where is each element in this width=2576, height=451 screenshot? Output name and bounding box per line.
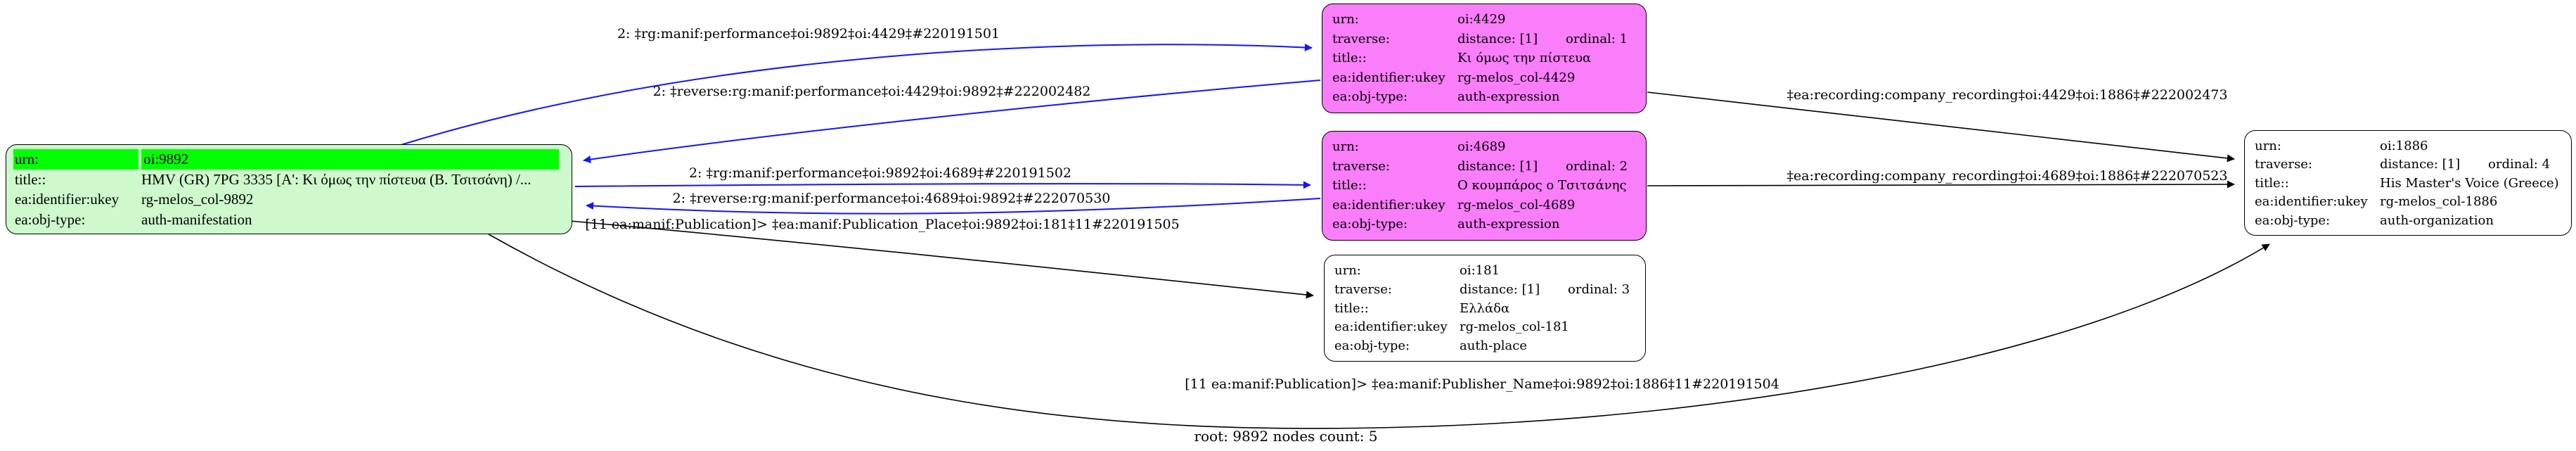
edge-performance-9892-4429 <box>400 44 1313 146</box>
node-oi-181[interactable]: urn: oi:181 traverse: distance: [1] ordin… <box>1324 255 1646 362</box>
edge-label-publisher-name: [11 ea:manif:Publication]> ‡ea:manif:Pub… <box>1185 376 1779 392</box>
edge-reverse-performance-4689-9892 <box>586 198 1321 215</box>
field-label-urn: urn: <box>1334 263 1361 278</box>
node-oi-9892-table: urn: oi:9892 title:: HMV (GR) 7PG 3335 [… <box>6 145 572 234</box>
edge-label-company-recording-4429: ‡ea:recording:company_recording‡oi:4429‡… <box>1787 87 2228 103</box>
field-value-objtype: auth-manifestation <box>141 210 252 228</box>
traverse-ordinal: ordinal: 2 <box>1566 158 1628 174</box>
field-value-objtype: auth-place <box>1460 338 1527 354</box>
edge-performance-9892-4689 <box>574 181 1311 189</box>
field-value-objtype: auth-expression <box>1457 89 1560 105</box>
field-value-title: Κι όμως την πίστευα <box>1457 51 1592 66</box>
field-label-ukey: ea:identifier:ukey <box>15 191 120 208</box>
field-label-title: title:: <box>15 170 46 188</box>
field-value-urn: oi:4429 <box>1457 12 1506 27</box>
edge-company-recording-4689-1886 <box>1647 180 2235 189</box>
field-value-ukey: rg-melos_col-4689 <box>1457 197 1576 212</box>
edge-label-reverse-4429: 2: ‡reverse:rg:manif:performance‡oi:4429… <box>653 84 1091 99</box>
node-oi-181-table: urn: oi:181 traverse: distance: [1] ordin… <box>1325 255 1645 361</box>
edge-label-performance-4429: 2: ‡rg:manif:performance‡oi:9892‡oi:4429… <box>617 26 1000 42</box>
field-label-traverse: traverse: <box>1332 31 1390 46</box>
traverse-ordinal: ordinal: 1 <box>1566 31 1628 46</box>
traverse-ordinal: ordinal: 3 <box>1568 281 1630 297</box>
edge-label-publication-place: [11 ea:manif:Publication]> ‡ea:manif:Pub… <box>585 217 1179 232</box>
field-value-traverse: distance: [1] ordinal: 4 <box>2380 155 2564 173</box>
field-value-title: His Master's Voice (Greece) <box>2380 175 2559 191</box>
edge-company-recording-4429-1886 <box>1647 91 2235 163</box>
traverse-distance: distance: [1] <box>1460 281 1540 297</box>
field-value-traverse: distance: [1] ordinal: 1 <box>1457 30 1639 49</box>
field-label-traverse: traverse: <box>1332 158 1390 174</box>
edge-publisher-name-9892-1886 <box>488 234 2270 429</box>
node-oi-4689-table: urn: oi:4689 traverse: distance: [1] ordi… <box>1322 132 1646 240</box>
field-label-ukey: ea:identifier:ukey <box>1332 70 1445 85</box>
field-value-traverse: distance: [1] ordinal: 3 <box>1460 280 1638 299</box>
node-oi-4689[interactable]: urn: oi:4689 traverse: distance: [1] ordi… <box>1322 131 1647 241</box>
node-oi-9892[interactable]: urn: oi:9892 title:: HMV (GR) 7PG 3335 [… <box>6 144 572 234</box>
field-value-title: HMV (GR) 7PG 3335 [Α': Κι όμως την πίστε… <box>141 170 532 188</box>
field-value-objtype: auth-organization <box>2380 212 2494 228</box>
field-value-ukey: rg-melos_col-4429 <box>1457 70 1576 85</box>
field-value-urn: oi:9892 <box>141 149 559 170</box>
field-label-objtype: ea:obj-type: <box>1332 217 1408 232</box>
edge-label-reverse-4689: 2: ‡reverse:rg:manif:performance‡oi:4689… <box>673 191 1111 206</box>
traverse-distance: distance: [1] <box>2380 157 2461 172</box>
field-label-title: title:: <box>2255 175 2289 191</box>
field-value-urn: oi:181 <box>1460 263 1500 278</box>
edge-label-performance-4689: 2: ‡rg:manif:performance‡oi:9892‡oi:4689… <box>689 165 1071 181</box>
field-label-objtype: ea:obj-type: <box>15 210 86 228</box>
field-label-objtype: ea:obj-type: <box>1332 89 1408 105</box>
field-label-urn: urn: <box>13 149 139 170</box>
field-label-objtype: ea:obj-type: <box>2255 212 2331 228</box>
field-label-ukey: ea:identifier:ukey <box>1334 319 1448 335</box>
node-oi-1886[interactable]: urn: oi:1886 traverse: distance: [1] ordi… <box>2244 130 2572 236</box>
graph-root-label: root: 9892 nodes count: 5 <box>1194 428 1377 445</box>
traverse-distance: distance: [1] <box>1457 158 1538 174</box>
node-oi-4429-table: urn: oi:4429 traverse: distance: [1] ordi… <box>1322 4 1646 113</box>
field-label-objtype: ea:obj-type: <box>1334 338 1410 354</box>
edge-label-company-recording-4689: ‡ea:recording:company_recording‡oi:4689‡… <box>1787 168 2228 184</box>
field-label-title: title:: <box>1334 300 1369 316</box>
field-value-ukey: rg-melos_col-9892 <box>141 191 254 208</box>
edge-publication-place-9892-181 <box>569 220 1314 299</box>
field-value-urn: oi:1886 <box>2380 139 2428 153</box>
field-value-traverse: distance: [1] ordinal: 2 <box>1457 157 1639 177</box>
field-label-title: title:: <box>1332 51 1367 66</box>
field-label-traverse: traverse: <box>1334 281 1392 297</box>
traverse-ordinal: ordinal: 4 <box>2488 157 2551 172</box>
field-label-traverse: traverse: <box>2255 157 2312 172</box>
node-oi-1886-table: urn: oi:1886 traverse: distance: [1] ordi… <box>2245 131 2571 235</box>
field-label-urn: urn: <box>1332 139 1359 155</box>
field-label-ukey: ea:identifier:ukey <box>1332 197 1445 212</box>
field-label-urn: urn: <box>2255 139 2281 153</box>
edge-reverse-performance-4429-9892 <box>583 80 1321 164</box>
field-value-ukey: rg-melos_col-181 <box>1460 319 1569 335</box>
node-oi-4429[interactable]: urn: oi:4429 traverse: distance: [1] ordi… <box>1322 4 1647 113</box>
field-value-urn: oi:4689 <box>1457 139 1506 155</box>
field-value-title: Ο κουμπάρος ο Τσιτσάνης <box>1457 178 1627 193</box>
field-label-urn: urn: <box>1332 12 1359 27</box>
field-value-objtype: auth-expression <box>1457 217 1560 232</box>
field-value-title: Ελλάδα <box>1460 300 1510 316</box>
field-label-ukey: ea:identifier:ukey <box>2255 194 2368 210</box>
traverse-distance: distance: [1] <box>1457 31 1538 46</box>
field-label-title: title:: <box>1332 178 1367 193</box>
field-value-ukey: rg-melos_col-1886 <box>2380 194 2498 210</box>
